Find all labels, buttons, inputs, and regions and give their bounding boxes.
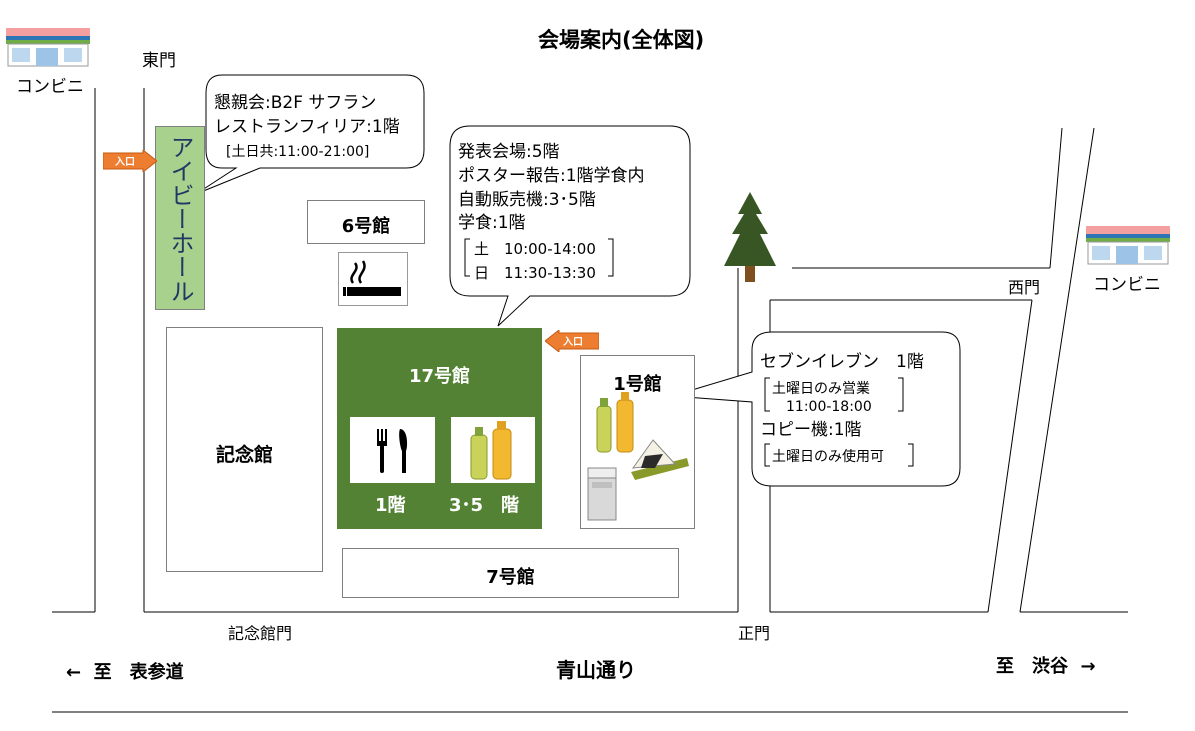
building-7: 7号館 — [342, 548, 679, 598]
building-1-label: 1号館 — [613, 374, 662, 395]
page-title: 会場案内(全体図) — [538, 28, 705, 52]
main-gate-label: 正門 — [738, 624, 771, 643]
west-gate-label: 西門 — [1008, 278, 1041, 297]
rice-ball-icon — [625, 438, 695, 482]
ivy-hall-building: アイビーホール — [155, 126, 205, 310]
entrance-arrow-icon-ivy: 入口 — [102, 148, 158, 174]
b17-hours-sat: 土 10:00-14:00 — [474, 240, 596, 258]
building-kinenkan-label: 記念館 — [215, 444, 273, 466]
to-omotesando-label: ← 至 表参道 — [66, 658, 184, 684]
building-17-floor-right: 3･5 階 — [449, 495, 520, 516]
right-arrow-icon: → — [1080, 656, 1096, 677]
smoking-area-icon — [338, 252, 408, 306]
tree-icon — [722, 192, 778, 284]
copy-machine-icon — [585, 466, 619, 522]
restaurant-icon — [350, 417, 435, 483]
b17-callout-line1: 発表会場:5階 — [458, 142, 560, 162]
b1-callout-line1: セブンイレブン 1階 — [760, 352, 924, 372]
drink-bottles-icon-b1 — [591, 392, 641, 454]
drink-bottles-icon — [451, 417, 535, 483]
building-17-floor-left: 1階 — [375, 495, 406, 516]
to-omotesando-text: 至 表参道 — [93, 662, 184, 683]
building-6: 6号館 — [307, 200, 425, 244]
building-17-label: 17号館 — [408, 366, 471, 387]
to-shibuya-label: 至 渋谷 → — [996, 652, 1096, 678]
convenience-store-label-right: コンビニ — [1093, 275, 1161, 295]
b1-callout-line5: 土曜日のみ使用可 — [772, 449, 884, 465]
b1-callout-line4: コピー機:1階 — [760, 420, 862, 440]
entrance-label-17: 入口 — [563, 337, 583, 348]
building-17: 17号館 1階 3･5 階 — [337, 328, 542, 529]
b17-callout-line4: 学食:1階 — [458, 213, 526, 233]
building-7-label: 7号館 — [486, 567, 535, 588]
convenience-store-icon-right — [1086, 226, 1170, 266]
main-street-label: 青山通り — [556, 658, 636, 682]
b17-callout-line2: ポスター報告:1階学食内 — [458, 166, 645, 186]
to-shibuya-text: 至 渋谷 — [996, 656, 1068, 677]
kinenkan-gate-label: 記念館門 — [228, 624, 293, 643]
convenience-store-icon-left — [6, 28, 90, 68]
b17-hours-sun: 日 11:30-13:30 — [474, 264, 596, 282]
b1-callout-line3: 11:00-18:00 — [786, 399, 872, 415]
entrance-arrow-icon-17: 入口 — [544, 328, 600, 354]
east-gate-label: 東門 — [142, 51, 176, 71]
building-6-label: 6号館 — [341, 216, 391, 237]
convenience-store-label-left: コンビニ — [16, 77, 84, 97]
building-1: 1号館 — [580, 355, 695, 529]
ivy-callout-line3: [土日共:11:00-21:00] — [226, 144, 370, 160]
entrance-label-ivy: 入口 — [115, 157, 135, 168]
b1-callout-line2: 土曜日のみ営業 — [772, 381, 870, 397]
ivy-callout-line2: レストランフィリア:1階 — [214, 117, 400, 137]
b17-callout-line3: 自動販売機:3･5階 — [458, 190, 596, 210]
left-arrow-icon: ← — [66, 662, 82, 683]
ivy-hall-label: アイビーホール — [166, 135, 194, 303]
ivy-callout-line1: 懇親会:B2F サフラン — [214, 93, 377, 113]
building-kinenkan: 記念館 — [166, 327, 323, 572]
